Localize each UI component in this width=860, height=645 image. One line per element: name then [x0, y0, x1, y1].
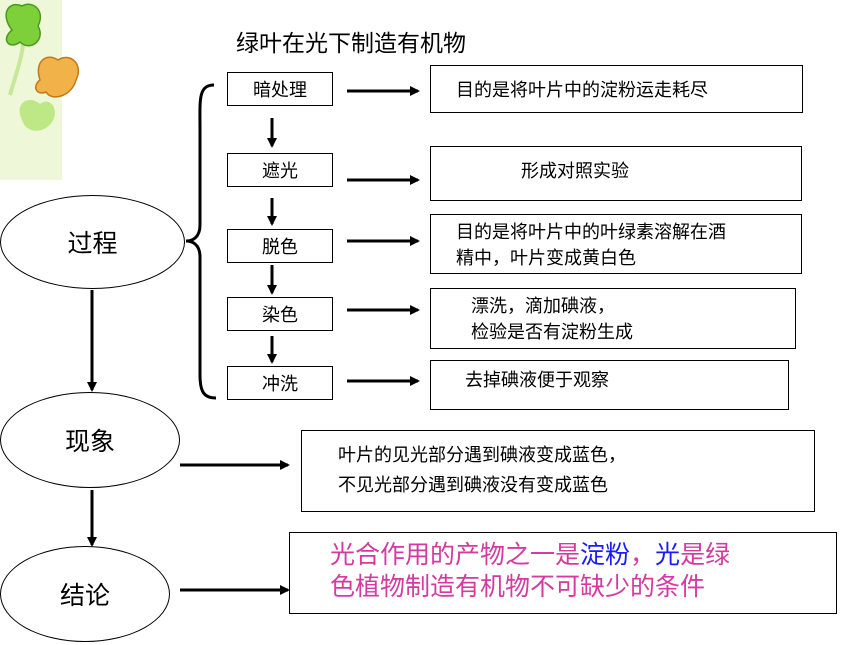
- conclusion-seg-1: 光合作用的产物之一是: [330, 540, 581, 569]
- step-rinse: 冲洗: [227, 366, 333, 400]
- process-oval: 过程: [0, 195, 185, 289]
- note-text: 检验是否有淀粉生成: [471, 322, 633, 343]
- note-text: 目的是将叶片中的叶绿素溶解在酒: [456, 222, 726, 243]
- conclusion-seg-5: 是绿: [680, 540, 731, 569]
- phenomenon-oval: 现象: [0, 392, 180, 488]
- note-staining: 漂洗，滴加碘液， 检验是否有淀粉生成: [430, 288, 796, 349]
- note-text: 漂洗，滴加碘液，: [471, 296, 615, 317]
- phenomenon-line: 叶片的见光部分遇到碘液变成蓝色，: [338, 445, 626, 466]
- leaf-decoration: [0, 0, 79, 180]
- conclusion-line-2: 色植物制造有机物不可缺少的条件: [330, 572, 706, 601]
- step-shading: 遮光: [227, 153, 333, 187]
- step-decolorize: 脱色: [227, 229, 333, 263]
- phenomenon-box: 叶片的见光部分遇到碘液变成蓝色， 不见光部分遇到碘液没有变成蓝色: [301, 430, 815, 512]
- conclusion-line-1: 光合作用的产物之一是淀粉，光是绿: [330, 539, 836, 571]
- diagram-title: 绿叶在光下制造有机物: [236, 31, 466, 57]
- note-rinse: 去掉碘液便于观察: [430, 360, 789, 410]
- conclusion-seg-light: 光: [655, 540, 681, 569]
- conclusion-seg-comma: ，: [630, 540, 656, 569]
- note-text: 形成对照实验: [521, 161, 629, 182]
- step-staining: 染色: [227, 297, 333, 331]
- note-decolorize: 目的是将叶片中的叶绿素溶解在酒 精中，叶片变成黄白色: [430, 214, 802, 274]
- conclusion-seg-starch: 淀粉: [580, 540, 631, 569]
- note-text: 目的是将叶片中的淀粉运走耗尽: [456, 80, 708, 101]
- note-text: 精中，叶片变成黄白色: [456, 248, 636, 269]
- note-text: 去掉碘液便于观察: [465, 370, 609, 391]
- conclusion-oval: 结论: [0, 546, 170, 642]
- note-shading: 形成对照实验: [430, 146, 802, 201]
- phenomenon-line: 不见光部分遇到碘液没有变成蓝色: [338, 475, 608, 496]
- note-dark-treatment: 目的是将叶片中的淀粉运走耗尽: [430, 65, 803, 113]
- step-dark-treatment: 暗处理: [227, 72, 333, 106]
- conclusion-box: 光合作用的产物之一是淀粉，光是绿 色植物制造有机物不可缺少的条件: [289, 532, 837, 614]
- process-brace: [185, 83, 217, 400]
